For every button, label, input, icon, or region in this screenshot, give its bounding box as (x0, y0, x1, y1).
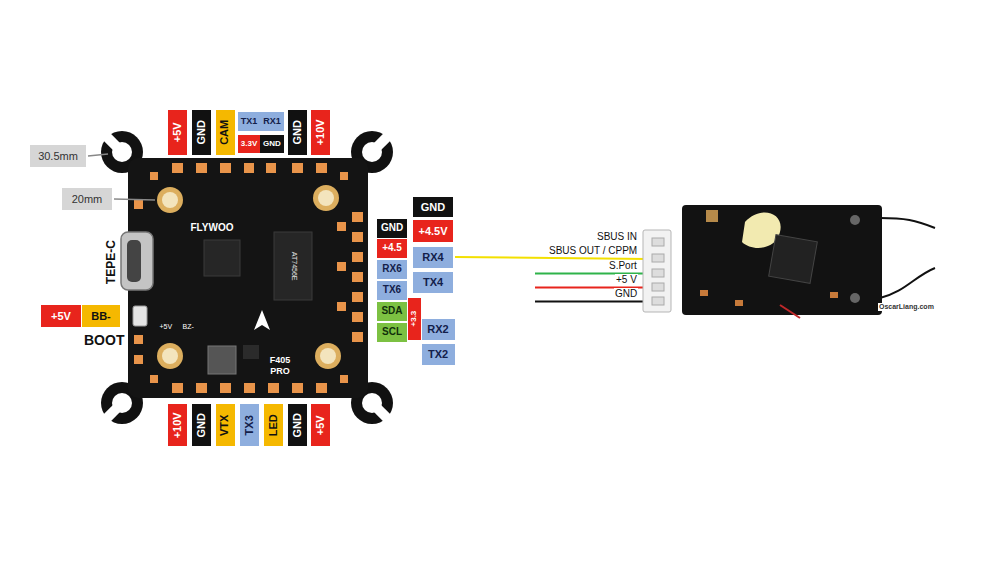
pin-label: GND (192, 404, 211, 446)
pin-label: GND (377, 219, 407, 238)
pin-label: +3.3 (408, 298, 421, 340)
pin-label: +10V (311, 110, 330, 155)
pin-label: LED (264, 404, 283, 446)
pin-text: +5V (51, 310, 71, 323)
osd-chip (274, 232, 312, 300)
small-chip (243, 345, 259, 359)
pin-text: GND (291, 413, 304, 437)
pin-text: GND (421, 201, 445, 214)
mount-arm (100, 130, 394, 425)
pin-text: +10V (171, 412, 184, 438)
pin-text: TX4 (423, 276, 443, 289)
pin-label: RX4 (413, 247, 453, 268)
pin-label: +5V (41, 305, 81, 327)
pin-label: BB- (82, 305, 120, 327)
pin-text: LED (267, 414, 280, 436)
pin-label: RX2 (422, 319, 455, 340)
connector-pin-label: S.Port (608, 260, 638, 272)
signal-wire (455, 257, 648, 259)
mount-hole (157, 185, 341, 369)
connector-pin-label: GND (614, 288, 638, 300)
pin-text: TX1 (241, 116, 258, 126)
pin-label: SDA (377, 302, 407, 321)
usb-slot (127, 240, 141, 282)
pin-label: GND (288, 404, 307, 446)
pin-label: TX2 (422, 344, 455, 365)
pin-text: +5V (314, 415, 327, 435)
pin-label: 3.3V (238, 135, 260, 153)
pin-text: GND (291, 120, 304, 144)
pin-text: 20mm (72, 193, 103, 206)
dimension-label: 20mm (62, 188, 112, 210)
pin-label: GND (413, 197, 453, 217)
receiver-photo (643, 205, 935, 318)
pin-label: GND (288, 110, 307, 155)
pin-text: +3.3 (409, 311, 418, 327)
pin-label: GND (192, 110, 211, 155)
chip-marking: AT7456E (289, 252, 297, 281)
inductor (208, 346, 236, 374)
ground-wire (535, 301, 648, 303)
pin-label: SCL (377, 323, 407, 342)
pin-text: BB- (91, 310, 111, 323)
pin-text: CAM (219, 119, 232, 144)
pad-silkscreen: +5V (160, 323, 173, 331)
pin-label: +5V (311, 404, 330, 446)
pin-label: +4.5 (377, 239, 407, 258)
pin-label: +4.5V (413, 220, 453, 242)
pin-text: SCL (382, 326, 402, 338)
pin-text: GND (381, 222, 403, 234)
usb-port (121, 232, 153, 290)
port-label: TEPE-C (104, 240, 118, 284)
pin-text: RX4 (422, 251, 443, 264)
pin-text: TX6 (383, 284, 401, 296)
pin-text: RX1 (263, 116, 281, 126)
pin-label: GND (260, 135, 284, 153)
pin-label: +5V (168, 110, 187, 155)
pin-text: 30.5mm (38, 150, 78, 163)
connector-pin-label: SBUS OUT / CPPM (548, 245, 638, 257)
brand-silkscreen: FLYWOO (191, 222, 234, 234)
pin-label: CAM (216, 110, 235, 155)
connector-pin-label: SBUS IN (596, 231, 638, 243)
pad-silkscreen: BZ- (183, 323, 194, 331)
leader-line (114, 199, 155, 200)
logo-mark (254, 310, 270, 330)
pin-label: RX6 (377, 260, 407, 279)
dimension-label: 30.5mm (30, 145, 86, 167)
pin-text: +4.5 (382, 242, 402, 254)
model-silkscreen: F405 PRO (263, 355, 297, 377)
pin-text: GND (263, 139, 281, 148)
pin-text: RX2 (427, 323, 448, 336)
pin-label: TX3 (240, 404, 259, 446)
connector-pin-label: +5 V (615, 274, 638, 286)
pin-text: GND (195, 120, 208, 144)
pin-text: SDA (381, 305, 402, 317)
pin-label: TX4 (413, 272, 453, 293)
pin-text: +10V (314, 119, 327, 145)
pin-label: TX1 (238, 112, 261, 131)
pin-text: TX2 (428, 348, 448, 361)
pin-text: +4.5V (418, 225, 447, 238)
pin-text: +5V (171, 122, 184, 142)
pin-text: VTX (219, 414, 232, 435)
watermark: OscarLiang.com (878, 303, 935, 311)
button-label: BOOT (84, 332, 124, 349)
board-body (128, 158, 368, 398)
leader-line (88, 154, 108, 156)
pin-text: RX6 (382, 263, 401, 275)
pin-label: +10V (168, 404, 187, 446)
pin-label: RX1 (260, 112, 284, 131)
solder-pad (134, 163, 363, 393)
pin-text: GND (195, 413, 208, 437)
flash-chip (204, 240, 240, 276)
pin-label: TX6 (377, 281, 407, 300)
boot-button (133, 306, 147, 326)
pin-text: 3.3V (241, 139, 257, 148)
pin-text: TX3 (243, 415, 256, 435)
pin-label: VTX (216, 404, 235, 446)
